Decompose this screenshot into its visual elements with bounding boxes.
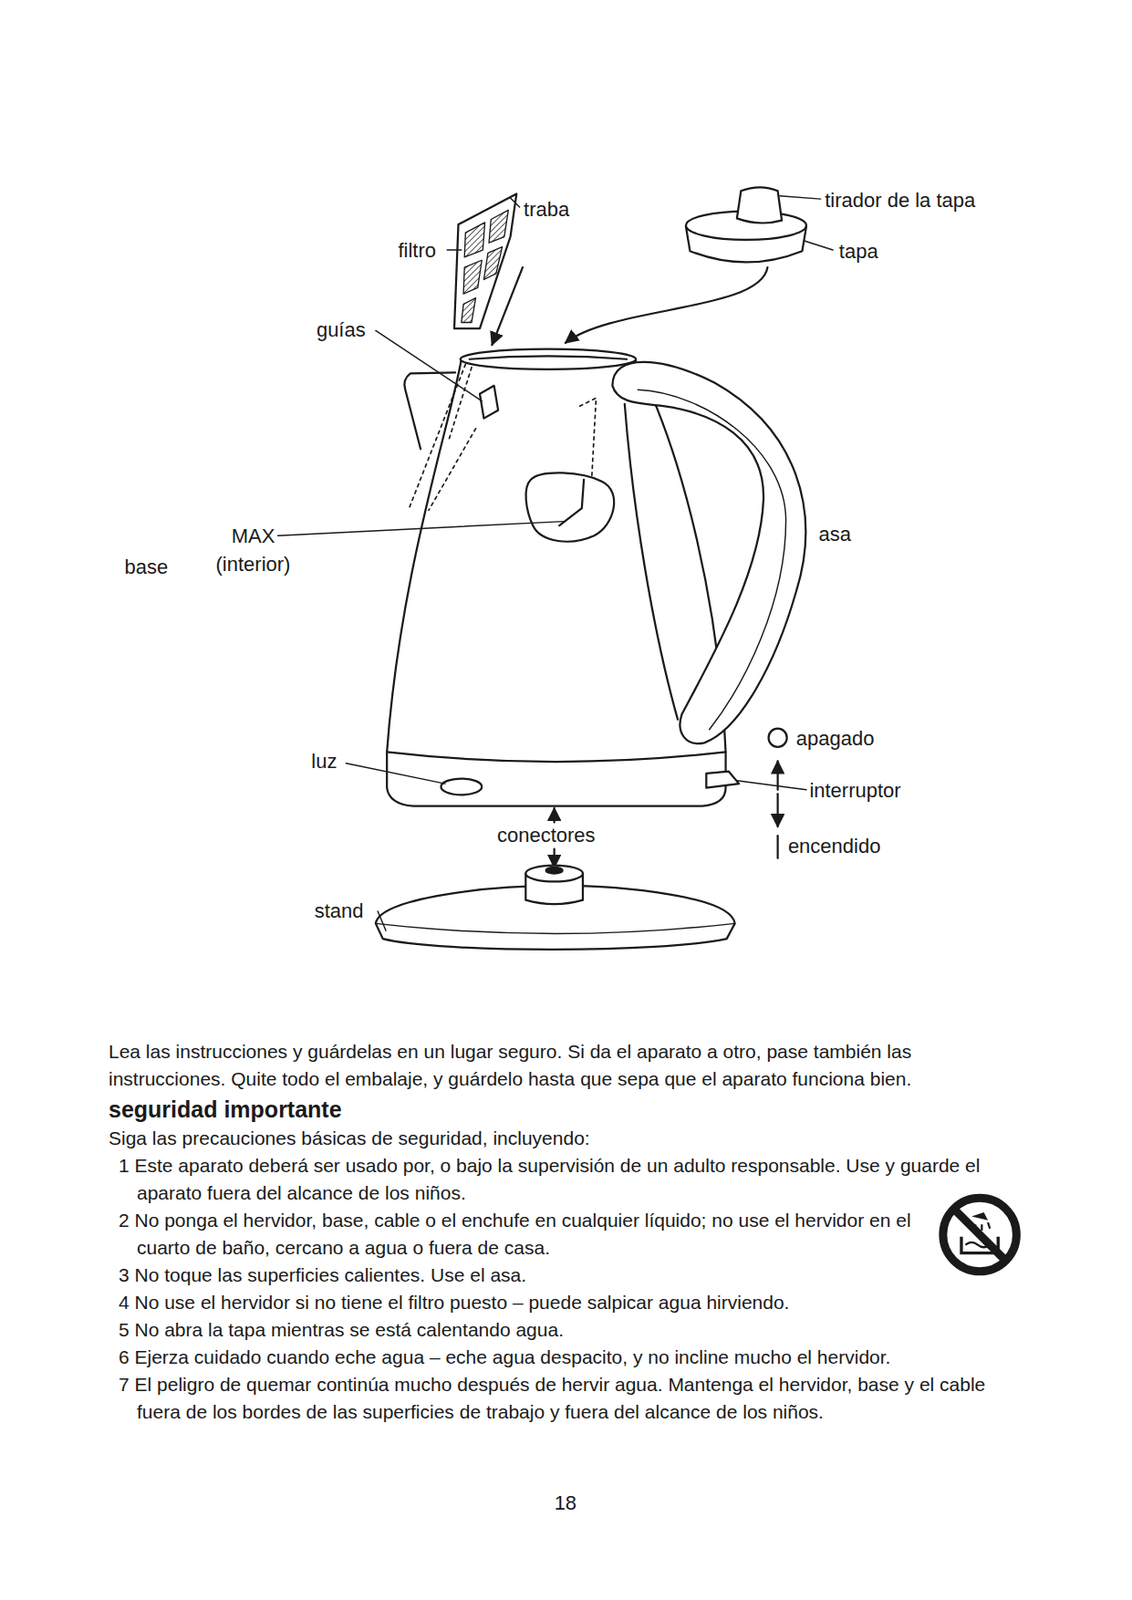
part-label: stand — [314, 898, 364, 924]
text-column: Lea las instrucciones y guárdelas en un … — [108, 1038, 1021, 1426]
lid-knob — [737, 186, 782, 223]
safety-item: 5 No abra la tapa mientras se está calen… — [118, 1316, 1021, 1344]
safety-item: 3 No toque las superficies calientes. Us… — [118, 1261, 1021, 1289]
lid-arrow — [565, 267, 768, 343]
stand-pin — [546, 867, 563, 874]
filter-slot — [479, 385, 499, 419]
off-symbol — [768, 728, 788, 748]
part-label: tirador de la tapa — [824, 187, 976, 213]
switch-state-label: apagado — [796, 726, 875, 751]
part-label: guías — [316, 317, 366, 343]
safety-item: 6 Ejerza cuidado cuando eche agua – eche… — [118, 1343, 1021, 1371]
leader-lines — [277, 196, 833, 931]
part-label: conectores — [497, 822, 596, 848]
stand-post-top — [525, 865, 583, 883]
switch-down-arrow — [776, 793, 779, 827]
part-label: asa — [818, 521, 851, 547]
light — [440, 778, 482, 796]
page-number: 18 — [554, 1490, 577, 1516]
part-label: luz — [311, 748, 337, 774]
handle-inner-edge — [624, 404, 678, 720]
max-mark — [559, 479, 584, 526]
on-symbol — [776, 835, 779, 859]
intro-line: Siga las precauciones básicas de segurid… — [108, 1124, 1021, 1153]
handle-groove — [637, 389, 786, 730]
section-heading: seguridad importante — [108, 1094, 1021, 1125]
stand-edge — [375, 923, 736, 934]
switch — [706, 771, 739, 789]
handle — [612, 362, 806, 744]
intro-paragraph: Lea las instrucciones y guárdelas en un … — [108, 1038, 1021, 1093]
connector-arrow-up — [553, 808, 556, 823]
max-window — [526, 472, 615, 541]
rim — [460, 349, 636, 370]
filter-arrow — [491, 267, 523, 345]
base-band — [386, 751, 726, 762]
safety-item: 7 El peligro de quemar continúa mucho de… — [118, 1370, 1021, 1426]
safety-item: 2 No ponga el hervidor, base, cable o el… — [118, 1206, 922, 1262]
rim-inner — [469, 355, 627, 359]
kettle-body — [386, 359, 726, 807]
switch-state-label: encendido — [788, 833, 882, 859]
part-label: MAX (interior) — [202, 521, 305, 580]
part-label: traba — [523, 197, 570, 222]
part-label: tapa — [839, 238, 879, 264]
part-label: base — [124, 554, 169, 580]
part-label: interruptor — [809, 778, 901, 803]
part-label: filtro — [397, 238, 437, 263]
filter-guides — [408, 363, 477, 510]
safety-item: 4 No use el hervidor si no tiene el filt… — [118, 1288, 1021, 1317]
no-water-icon — [943, 1197, 1018, 1272]
filter-mesh — [461, 209, 509, 322]
safety-item: 1 Este aparato deberá ser usado por, o b… — [118, 1152, 1021, 1207]
